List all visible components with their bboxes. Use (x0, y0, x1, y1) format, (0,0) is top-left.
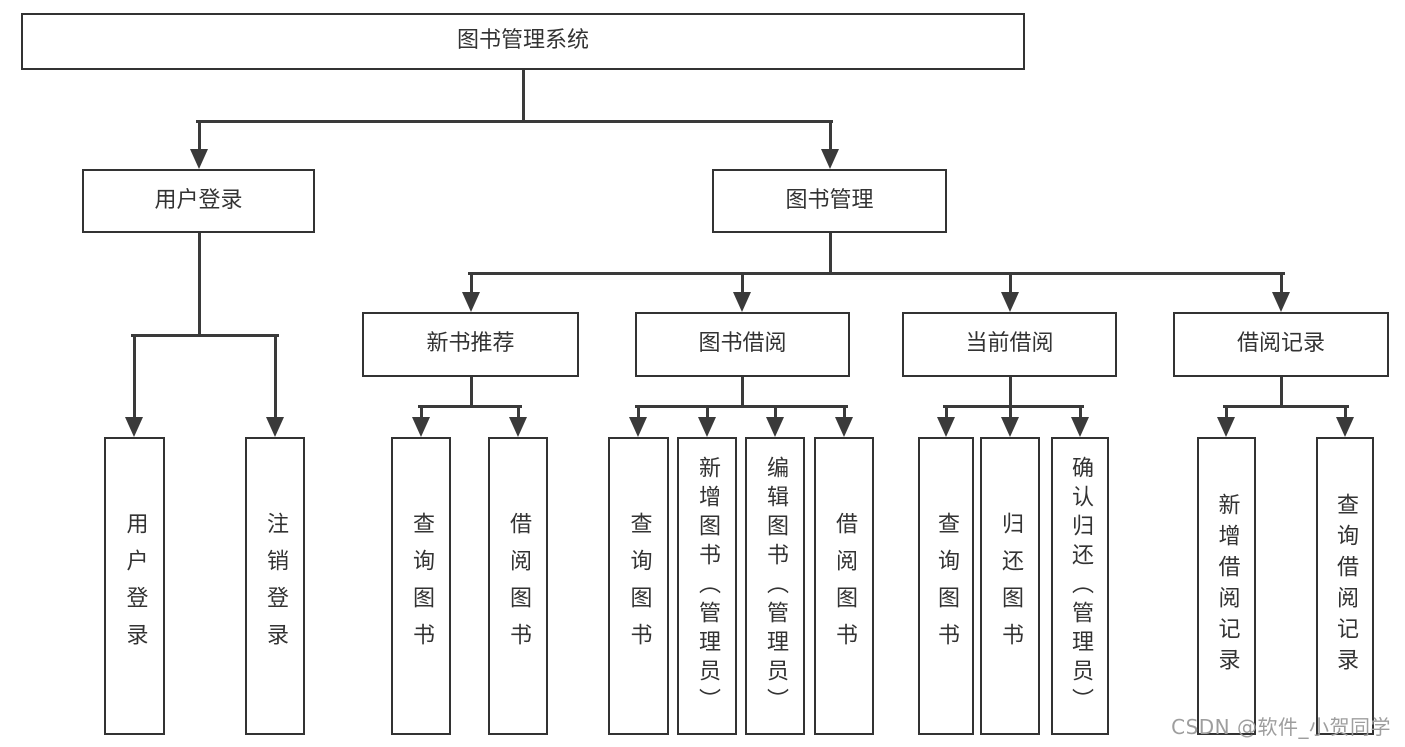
node-label: 图书管理 (785, 187, 874, 213)
arrow-shaft (273, 335, 277, 419)
node-label: 当前借阅 (965, 331, 1054, 357)
node-label: 归还图书 (998, 512, 1023, 660)
arrow-head-icon (937, 417, 955, 437)
node-br-add-record: 新增借阅记录 (1197, 437, 1256, 735)
arrow-shaft (1224, 406, 1228, 419)
node-label: 图书借阅 (698, 331, 787, 357)
node-label: 查询图书 (626, 512, 652, 660)
arrow-head-icon (733, 292, 751, 312)
arrow-head-icon (412, 417, 430, 437)
arrow-shaft (419, 406, 423, 419)
node-cb-query-book: 查询图书 (918, 437, 974, 735)
connector-line-horizontal (1222, 404, 1349, 408)
node-cb-confirm-return: 确认归还（管理员） (1051, 437, 1109, 735)
arrow-shaft (1279, 273, 1283, 294)
arrow-head-icon (1336, 417, 1354, 437)
node-label: 新增图书（管理员） (695, 455, 720, 717)
node-label: 注销登录 (263, 512, 288, 660)
arrow-head-icon (821, 149, 839, 169)
arrow-head-icon (698, 417, 716, 437)
arrow-shaft (944, 406, 948, 419)
node-book-mgmt: 图书管理 (712, 169, 947, 233)
node-br-query-record: 查询借阅记录 (1316, 437, 1374, 735)
node-logout: 注销登录 (245, 437, 305, 735)
connector-line-horizontal (634, 404, 848, 408)
node-login: 用户登录 (104, 437, 165, 735)
arrow-shaft (1008, 273, 1012, 294)
node-bb-edit-book: 编辑图书（管理员） (745, 437, 805, 735)
connector-line-vertical (469, 377, 473, 408)
arrow-shaft (842, 406, 846, 419)
node-root: 图书管理系统 (21, 13, 1025, 70)
arrow-head-icon (266, 417, 284, 437)
connector-line-horizontal (130, 333, 279, 337)
node-label: 借阅图书 (832, 512, 857, 660)
node-label: 查询图书 (409, 512, 434, 660)
connector-line-vertical (197, 233, 201, 337)
node-rec-query-book: 查询图书 (391, 437, 451, 735)
arrow-shaft (773, 406, 777, 419)
node-label: 用户登录 (122, 512, 148, 660)
arrow-head-icon (835, 417, 853, 437)
connector-line-vertical (740, 377, 744, 408)
arrow-shaft (828, 121, 832, 151)
arrow-shaft (516, 406, 520, 419)
arrow-head-icon (629, 417, 647, 437)
node-label: 用户登录 (154, 187, 243, 213)
connector-line-vertical (828, 233, 832, 275)
arrow-shaft (1343, 406, 1347, 419)
arrow-shaft (132, 335, 136, 419)
node-book-borrow: 图书借阅 (635, 312, 850, 377)
arrow-shaft (705, 406, 709, 419)
node-label: 确认归还（管理员） (1068, 455, 1093, 717)
arrow-shaft (636, 406, 640, 419)
node-bb-borrow-book: 借阅图书 (814, 437, 874, 735)
arrow-head-icon (509, 417, 527, 437)
arrow-head-icon (1001, 292, 1019, 312)
connector-line-vertical (1008, 377, 1012, 408)
arrow-shaft (1078, 406, 1082, 419)
arrow-shaft (1008, 406, 1012, 419)
node-label: 借阅图书 (506, 512, 531, 660)
arrow-head-icon (1272, 292, 1290, 312)
arrow-shaft (469, 273, 473, 294)
arrow-head-icon (190, 149, 208, 169)
arrow-shaft (740, 273, 744, 294)
arrow-shaft (197, 121, 201, 151)
arrow-head-icon (462, 292, 480, 312)
arrow-head-icon (1217, 417, 1235, 437)
node-label: 新增借阅记录 (1214, 493, 1240, 679)
watermark: CSDN @软件_小贺同学 (1171, 715, 1391, 739)
node-label: 查询借阅记录 (1333, 493, 1358, 679)
node-rec-borrow-book: 借阅图书 (488, 437, 548, 735)
connector-line-horizontal (195, 119, 833, 123)
arrow-head-icon (125, 417, 143, 437)
node-label: 新书推荐 (426, 331, 515, 357)
arrow-head-icon (1071, 417, 1089, 437)
node-bb-add-book: 新增图书（管理员） (677, 437, 737, 735)
node-label: 借阅记录 (1236, 331, 1325, 357)
arrow-head-icon (1001, 417, 1019, 437)
node-new-book-rec: 新书推荐 (362, 312, 579, 377)
node-bb-query-book: 查询图书 (608, 437, 669, 735)
node-cb-return-book: 归还图书 (980, 437, 1040, 735)
node-borrow-records: 借阅记录 (1173, 312, 1389, 377)
connector-line-vertical (521, 70, 525, 123)
node-label: 图书管理系统 (456, 28, 589, 54)
connector-line-horizontal (417, 404, 522, 408)
node-label: 编辑图书（管理员） (763, 455, 788, 717)
node-current-borrow: 当前借阅 (902, 312, 1117, 377)
arrow-head-icon (766, 417, 784, 437)
connector-line-horizontal (942, 404, 1084, 408)
node-label: 查询图书 (934, 512, 959, 660)
connector-line-horizontal (467, 271, 1285, 275)
connector-line-vertical (1279, 377, 1283, 408)
node-user-login: 用户登录 (82, 169, 315, 233)
